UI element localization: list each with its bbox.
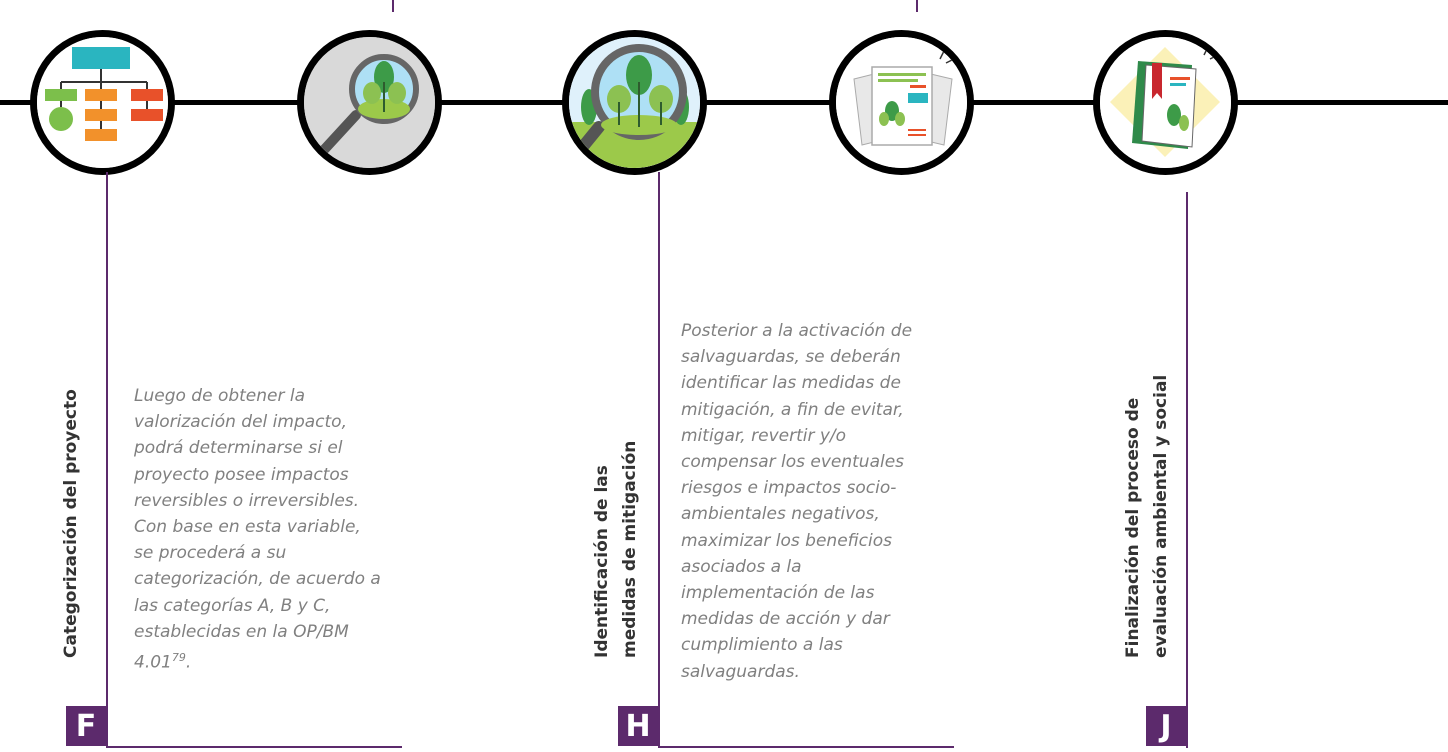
step-g-circle [297, 30, 442, 175]
step-f-title: Categorización del proyecto [61, 389, 81, 658]
step-i-circle [829, 30, 974, 175]
documents-icon [836, 37, 967, 168]
connector-f-bottom [106, 746, 402, 748]
report-book-icon [1100, 37, 1231, 168]
step-j-title: Finalización del proceso de evaluación a… [1123, 374, 1171, 658]
step-h-badge: H [618, 706, 658, 746]
step-f-circle [30, 30, 175, 175]
timeline-line [0, 100, 1448, 105]
connector-f [106, 172, 108, 748]
step-h-description: Posterior a la activación de salvaguarda… [681, 321, 913, 682]
connector-j [1186, 192, 1188, 748]
step-f-description: Luego de obtener la valorización del imp… [134, 386, 381, 673]
step-h-title: Identificación de las medidas de mitigac… [592, 440, 640, 658]
top-connector-i [916, 0, 918, 12]
step-j-circle [1093, 30, 1238, 175]
connector-h [658, 172, 660, 748]
top-connector-g [392, 0, 394, 12]
org-chart-icon [37, 37, 168, 168]
magnifier-forest-icon [569, 37, 700, 168]
magnifier-trees-icon [304, 37, 435, 168]
step-j-badge: J [1146, 706, 1186, 746]
connector-h-bottom [658, 746, 954, 748]
step-f-badge: F [66, 706, 106, 746]
step-h-circle [562, 30, 707, 175]
